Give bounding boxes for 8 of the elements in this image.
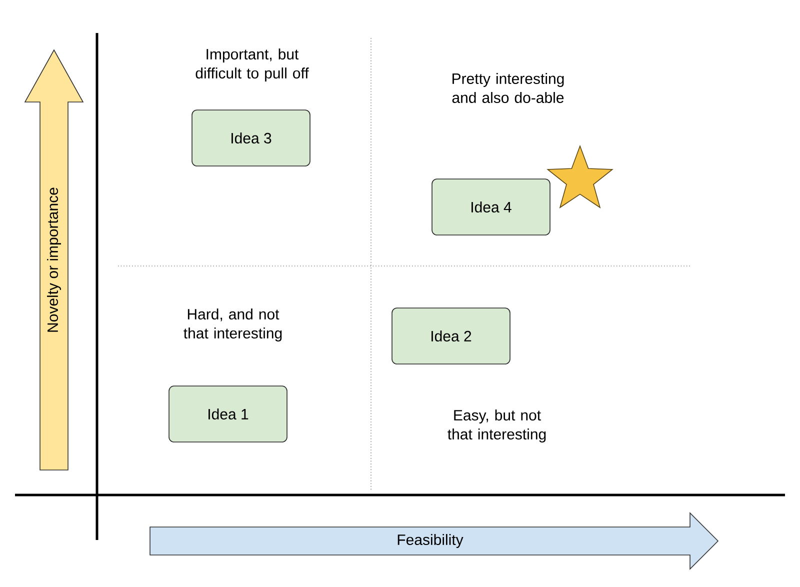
idea-box: Idea 4 xyxy=(432,178,550,236)
quadrant-label: Hard, and not that interesting xyxy=(184,308,282,342)
quadrant-label: Important, but difficult to pull off xyxy=(196,48,309,82)
idea-box: Idea 3 xyxy=(192,110,310,166)
idea-box: Idea 1 xyxy=(168,386,288,442)
quadrant-label: Pretty interesting and also do-able xyxy=(452,73,564,103)
quadrant-label: Easy, but not that interesting xyxy=(448,410,546,442)
idea-box: Idea 2 xyxy=(392,308,510,364)
